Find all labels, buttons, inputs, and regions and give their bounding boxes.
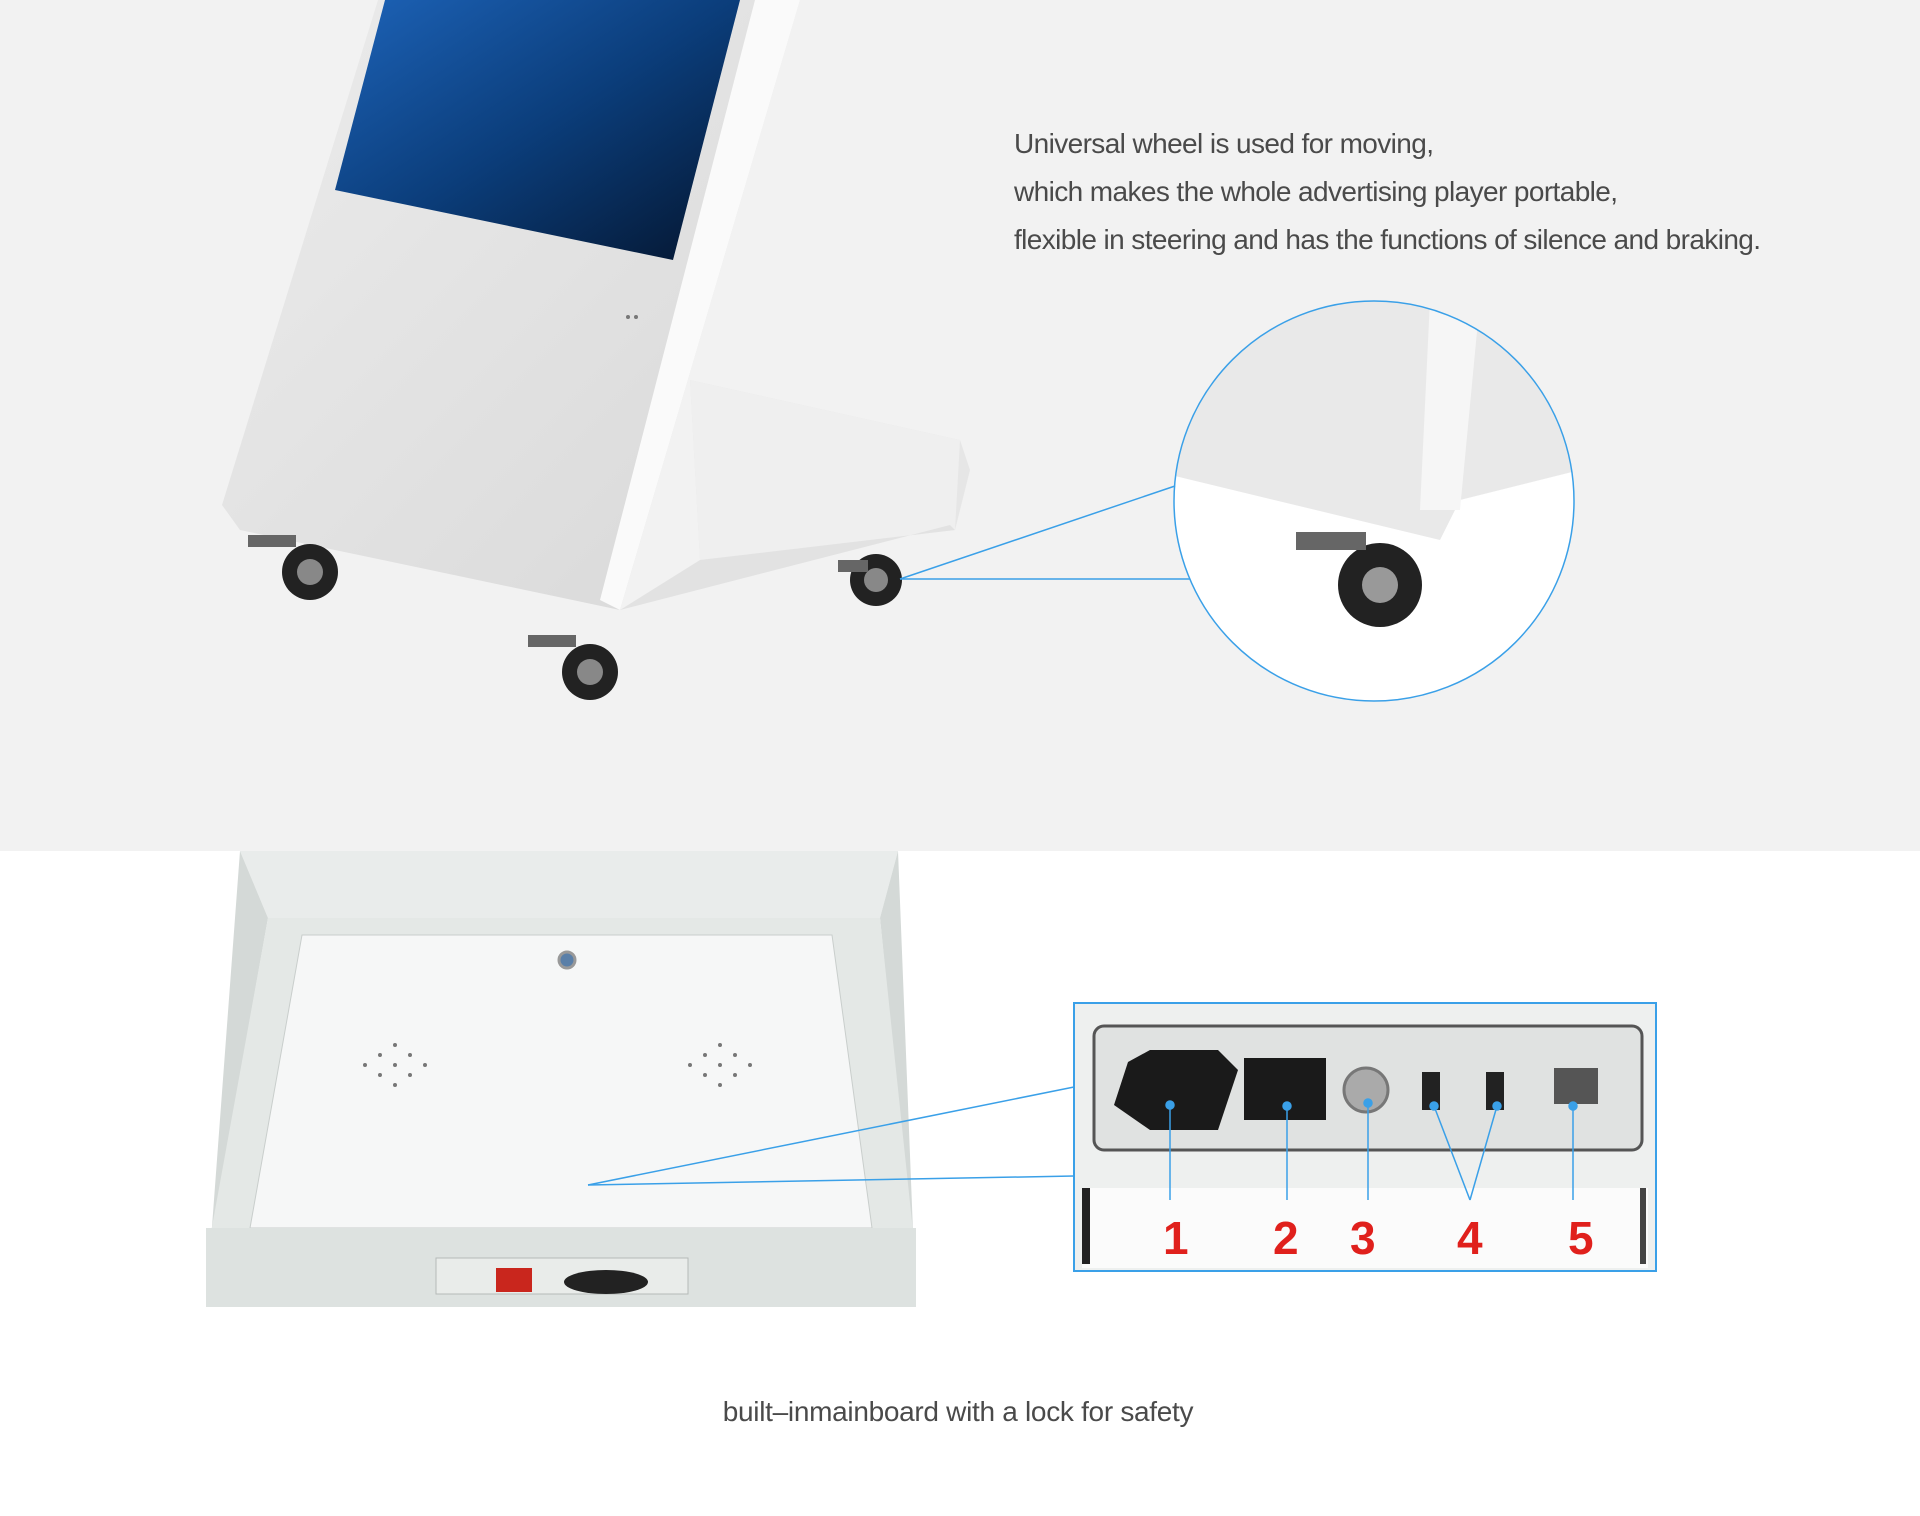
port-label-3: 3 [1350,1212,1376,1264]
wheel-zoom-callout [899,300,1575,702]
description-line: which makes the whole advertising player… [1014,176,1618,207]
port-label-1: 1 [1163,1212,1189,1264]
port-label-5: 5 [1568,1212,1594,1264]
wheel-icon [248,535,902,700]
mainboard-drawer-image [206,851,916,1307]
usb-port-icon [1486,1072,1504,1110]
power-socket-icon [1114,1050,1238,1130]
description-line: Universal wheel is used for moving, [1014,128,1434,159]
ports-panel-callout: 1 2 3 4 5 [587,1002,1657,1272]
ethernet-port-icon [1554,1068,1598,1104]
power-switch-icon [1244,1058,1326,1120]
lock-icon [557,950,577,970]
wheel-description: Universal wheel is used for moving, whic… [1014,120,1761,264]
kiosk-image [222,0,970,700]
port-label-2: 2 [1273,1212,1299,1264]
mainboard-caption: built–inmainboard with a lock for safety [722,1396,1194,1427]
description-line: flexible in steering and has the functio… [1014,224,1761,255]
power-button-icon [1342,1066,1390,1114]
port-leader-lines [1165,1098,1578,1201]
usb-port-icon [1422,1072,1440,1110]
port-label-4: 4 [1457,1212,1483,1264]
